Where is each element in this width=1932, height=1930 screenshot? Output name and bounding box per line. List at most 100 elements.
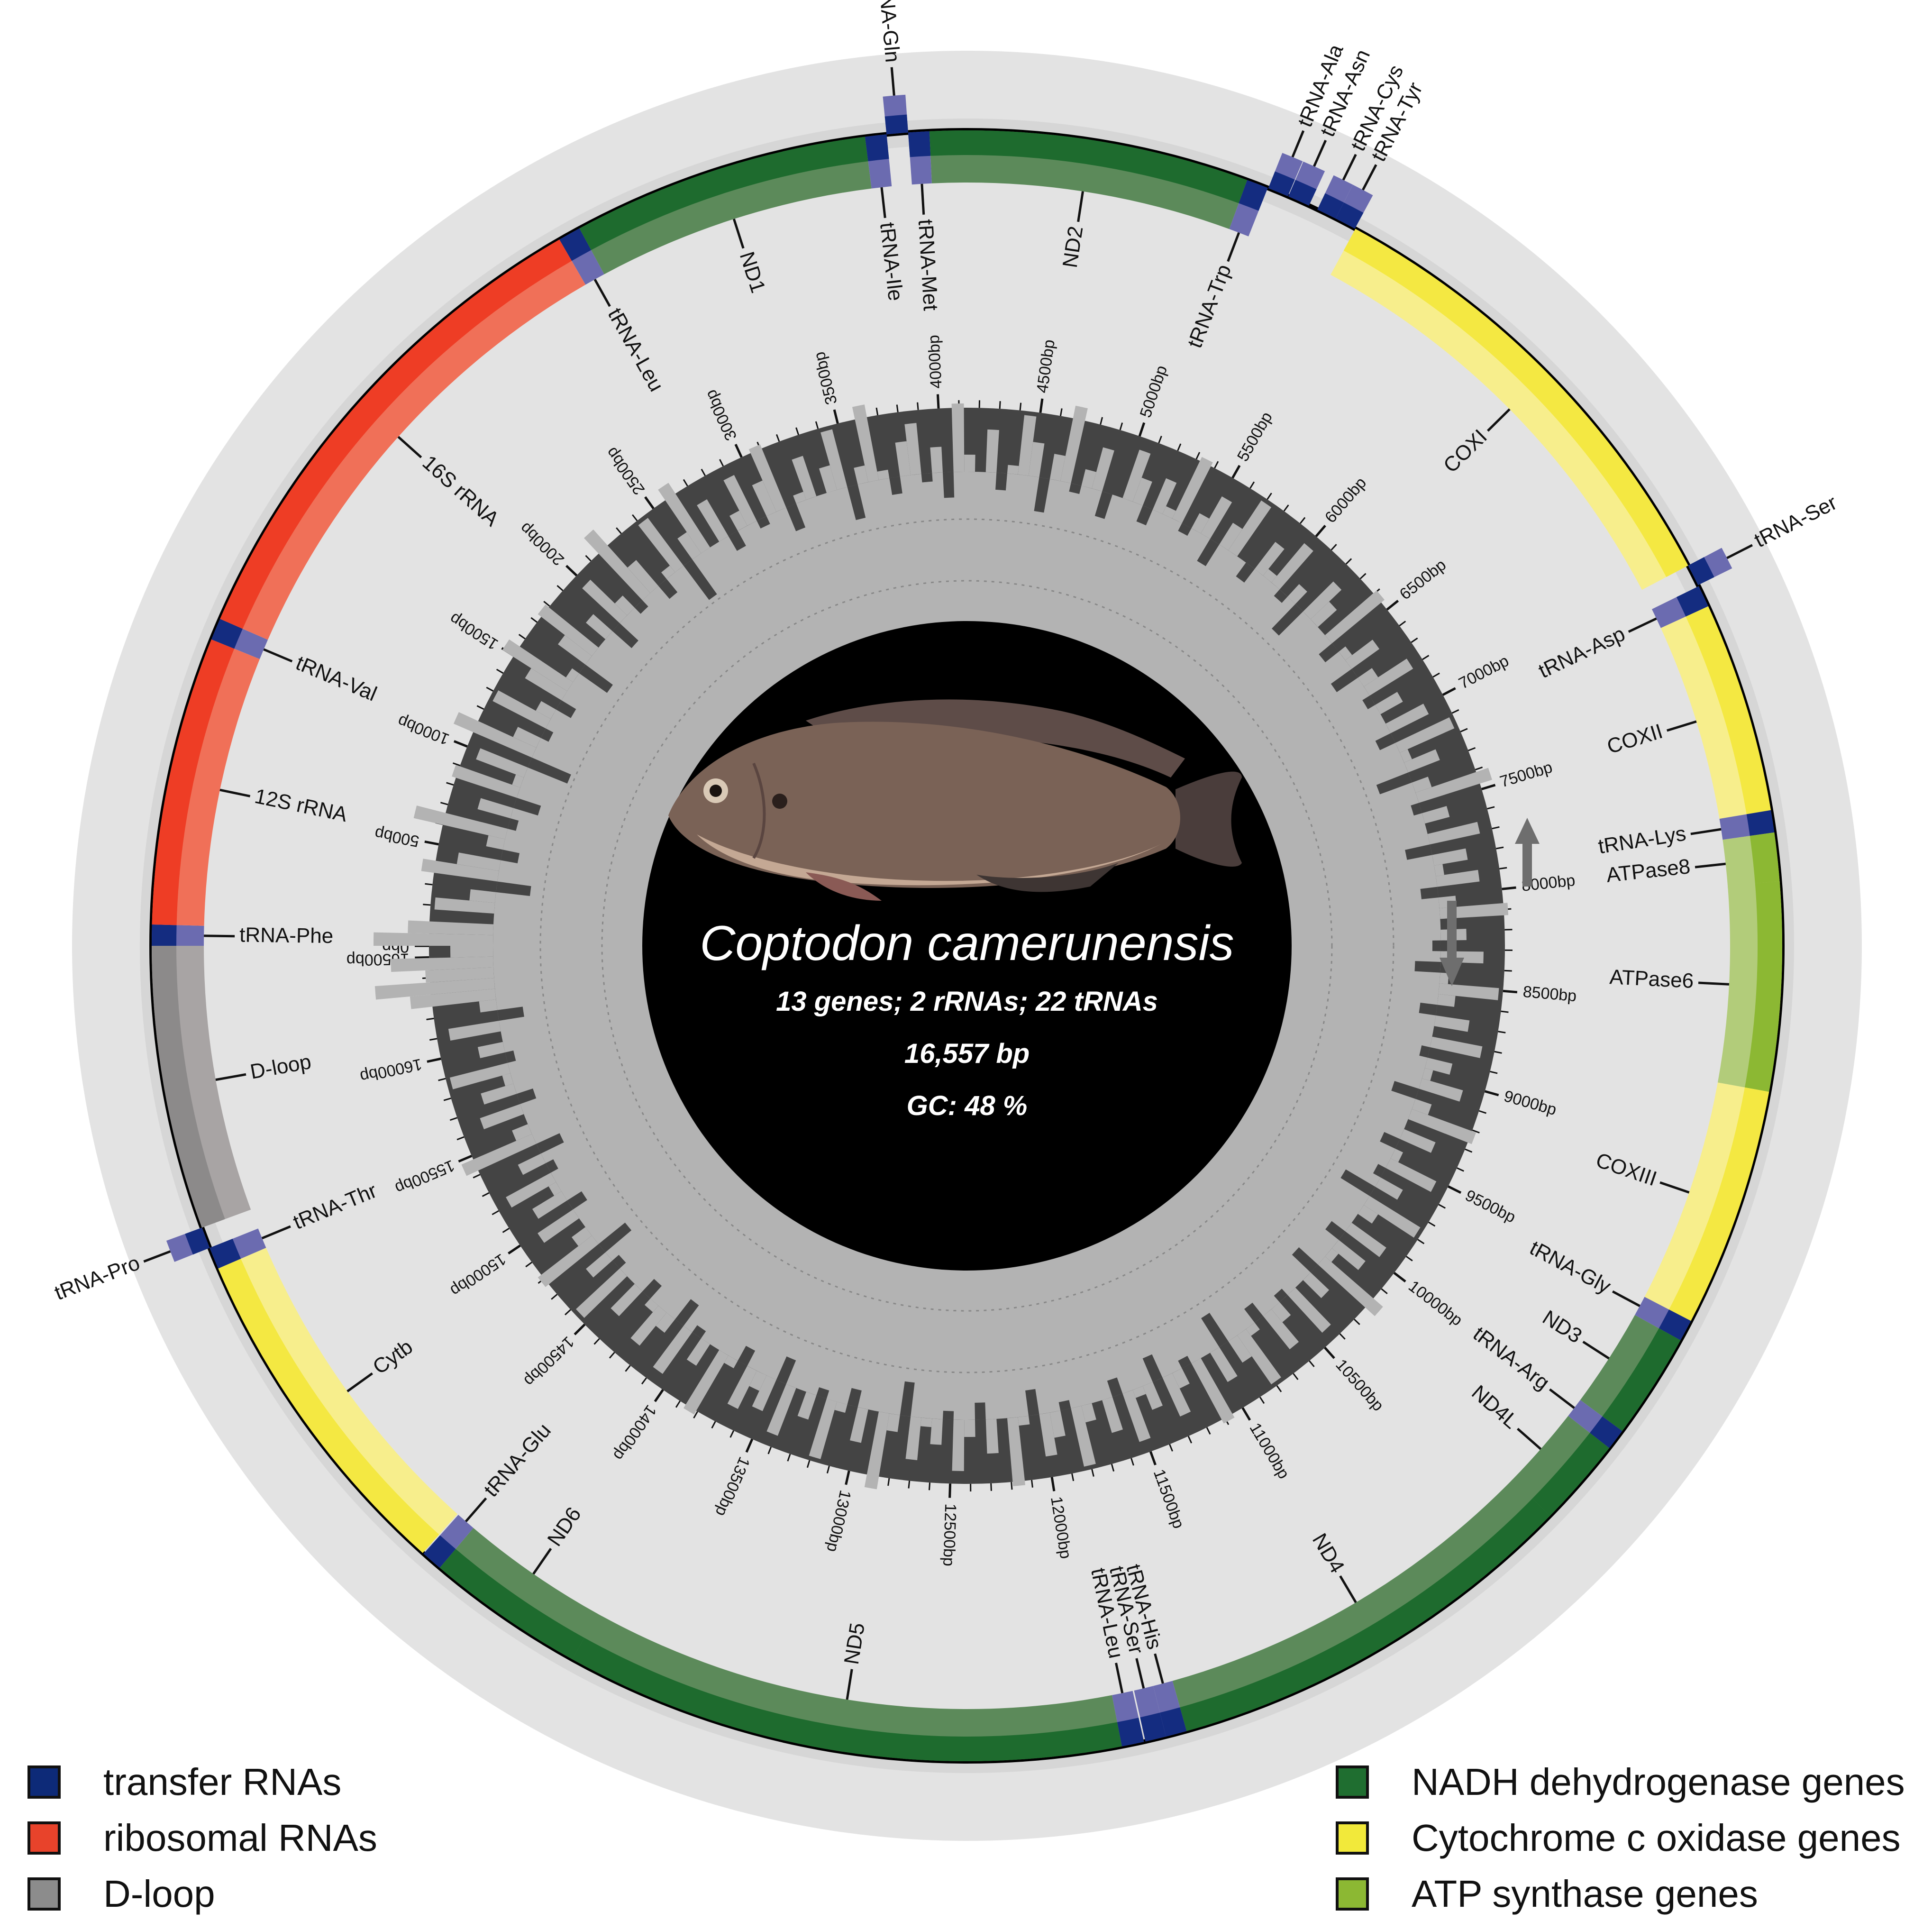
feature-12s-rrna <box>152 639 260 926</box>
gc-bar <box>889 476 902 495</box>
gc-bar <box>1430 1036 1483 1058</box>
feature-trna-leu <box>559 228 604 285</box>
gc-bar <box>469 889 496 903</box>
gc-bar <box>1228 1335 1252 1363</box>
scale-tick <box>424 840 439 846</box>
gc-bar <box>1007 465 1019 475</box>
scale-tick <box>1241 1407 1251 1421</box>
scale-tick <box>1111 1464 1115 1472</box>
gc-bar <box>630 1306 667 1346</box>
scale-tick <box>1267 493 1272 500</box>
gc-bar <box>1362 695 1376 709</box>
gc-bar <box>1325 1221 1346 1240</box>
scale-tick <box>476 705 484 710</box>
scale-tick <box>1059 408 1063 416</box>
feature-band-core-trna-tyr <box>1335 202 1364 229</box>
fish-illustration <box>668 699 1242 901</box>
gc-bar <box>1385 704 1429 733</box>
scale-tick <box>556 585 564 591</box>
gc-bar <box>756 516 770 529</box>
legend-item-nadh: NADH dehydrogenase genes <box>1336 1754 1905 1810</box>
label-leader-nd2 <box>1077 191 1084 222</box>
scale-tick <box>1169 1444 1173 1452</box>
feature-trna-ala <box>1268 153 1303 196</box>
label-leader-trna-thr <box>261 1225 291 1240</box>
scale-tick <box>734 444 743 458</box>
scale-tick <box>1448 1185 1462 1194</box>
gc-bar <box>1236 562 1255 583</box>
gc-bar <box>1376 772 1412 795</box>
gc-bar <box>1436 869 1480 887</box>
scale-tick <box>443 1098 451 1101</box>
gc-bar <box>792 456 817 500</box>
gc-bar <box>1395 717 1455 753</box>
label-leader-trna-leu <box>593 279 611 307</box>
gc-bar <box>374 978 495 1000</box>
gc-bar <box>1318 1256 1383 1317</box>
gc-bar <box>975 1402 986 1420</box>
gc-bar <box>847 484 866 521</box>
gc-bar <box>1364 659 1413 696</box>
gc-bar <box>683 1350 729 1415</box>
feature-band-outer-nd2 <box>929 130 1248 203</box>
legend-label-trna: transfer RNAs <box>103 1761 342 1803</box>
feature-band-core-trna-cys <box>1317 193 1344 219</box>
gc-bar <box>1237 1329 1281 1385</box>
feature-band-outer-nd4 <box>1180 1498 1550 1731</box>
feature-d-loop <box>152 946 251 1228</box>
feature-band-outer-coxiii <box>1669 1087 1769 1321</box>
feature-trna-lys <box>1719 810 1775 840</box>
feature-band-outer-atpase8 <box>1750 832 1780 886</box>
gc-bar <box>421 859 499 882</box>
scale-tick-label: 12500bp <box>939 1503 959 1566</box>
scale-tick <box>1231 465 1241 479</box>
gc-bar <box>1432 848 1468 866</box>
gc-bar <box>486 835 505 850</box>
gc-bar <box>1408 1109 1476 1144</box>
gc-bar <box>1201 1313 1229 1347</box>
gc-bar <box>502 1073 514 1086</box>
gc-inner-line <box>601 580 1333 1312</box>
legend-swatch-rrna <box>27 1821 61 1855</box>
gc-bar <box>766 1384 796 1436</box>
feature-nd6 <box>439 1528 598 1660</box>
scale-tick <box>1405 1255 1413 1262</box>
gc-bar <box>1136 505 1153 526</box>
scale-tick <box>1481 784 1496 790</box>
gc-bar <box>1132 477 1152 506</box>
gene-count-summary: 13 genes; 2 rRNAs; 22 tRNAs <box>776 986 1158 1017</box>
label-leader-coxi <box>1486 408 1511 432</box>
scale-tick <box>1149 1451 1157 1465</box>
gc-bar <box>425 967 494 983</box>
gc-bar <box>1142 1354 1163 1382</box>
gc-content-histogram <box>374 403 1509 1490</box>
scale-tick <box>482 1192 490 1197</box>
gc-bar <box>505 1050 516 1063</box>
gc-bar <box>729 511 747 531</box>
scale-tick <box>1345 558 1352 565</box>
label-leader-trna-met <box>920 183 925 215</box>
feature-band-outer-cytb <box>218 1258 439 1553</box>
feature-band-inner-16s-rrna <box>220 239 586 640</box>
gc-bar <box>586 614 613 640</box>
gc-bar <box>904 423 921 476</box>
gc-bar <box>1400 1129 1436 1153</box>
gc-bar <box>1254 541 1285 576</box>
feature-band-outer-12s-rrna <box>152 639 235 925</box>
scale-tick <box>1472 1129 1480 1134</box>
label-leader-trna-gln <box>890 67 895 96</box>
feature-trna-ser-2 <box>1134 1686 1166 1742</box>
label-leader-cytb <box>346 1372 373 1392</box>
gc-bar <box>985 1419 999 1454</box>
gc-bar <box>877 469 890 480</box>
scale-tick <box>473 1174 481 1179</box>
gc-bar <box>1345 1223 1386 1257</box>
label-leader-trna-his <box>1154 1653 1164 1684</box>
scale-tick-label: 4000bp <box>925 334 946 389</box>
scale-tick <box>565 565 578 576</box>
label-leader-trna-ser-2 <box>1135 1658 1145 1689</box>
gc-bar <box>556 700 576 718</box>
gc-bar <box>752 480 776 516</box>
gc-bar <box>1385 1158 1437 1192</box>
gc-bar <box>1263 569 1277 583</box>
